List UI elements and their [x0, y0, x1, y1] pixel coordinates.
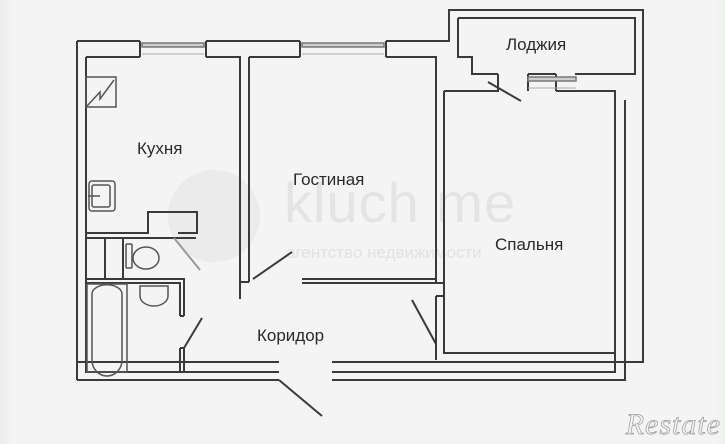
- door-entrance: [278, 379, 323, 417]
- door-toilet: [173, 237, 201, 271]
- room-label-living-room: Гостиная: [293, 170, 365, 189]
- watermark-text: kluch me: [284, 171, 517, 234]
- window-kitchen: [141, 42, 205, 48]
- toilet-icon: [125, 243, 160, 270]
- right-edge-shadow: [713, 0, 725, 444]
- watermark-logo-circle: [168, 170, 260, 262]
- restate-logo: Restate: [625, 408, 721, 442]
- watermark-subtext: агентство недвижимости: [286, 243, 482, 262]
- room-label-bedroom: Спальня: [495, 235, 564, 254]
- washbasin-icon: [139, 285, 169, 307]
- door-loggia: [487, 81, 522, 102]
- room-label-corridor: Коридор: [257, 326, 325, 345]
- living-room-wall: [249, 56, 437, 283]
- gas-stove-icon: [85, 76, 117, 108]
- kitchen-sink-icon: [88, 180, 116, 212]
- bathroom-walls: [179, 347, 185, 372]
- outer-wall-inner: [86, 56, 241, 299]
- loggia-wall: [458, 17, 636, 75]
- left-edge-shadow: [0, 0, 14, 444]
- room-label-loggia: Лоджия: [506, 35, 567, 54]
- kitchen-partition: [86, 211, 198, 234]
- window-living-room: [301, 42, 385, 48]
- bathtub-icon: [86, 283, 128, 377]
- room-label-kitchen: Кухня: [137, 139, 183, 158]
- door-bathroom: [183, 317, 203, 349]
- door-living-room: [252, 251, 293, 280]
- window-loggia: [527, 76, 577, 82]
- toilet-room-walls: [86, 278, 185, 316]
- outer-wall-outer: [77, 9, 644, 363]
- door-bedroom: [411, 299, 437, 345]
